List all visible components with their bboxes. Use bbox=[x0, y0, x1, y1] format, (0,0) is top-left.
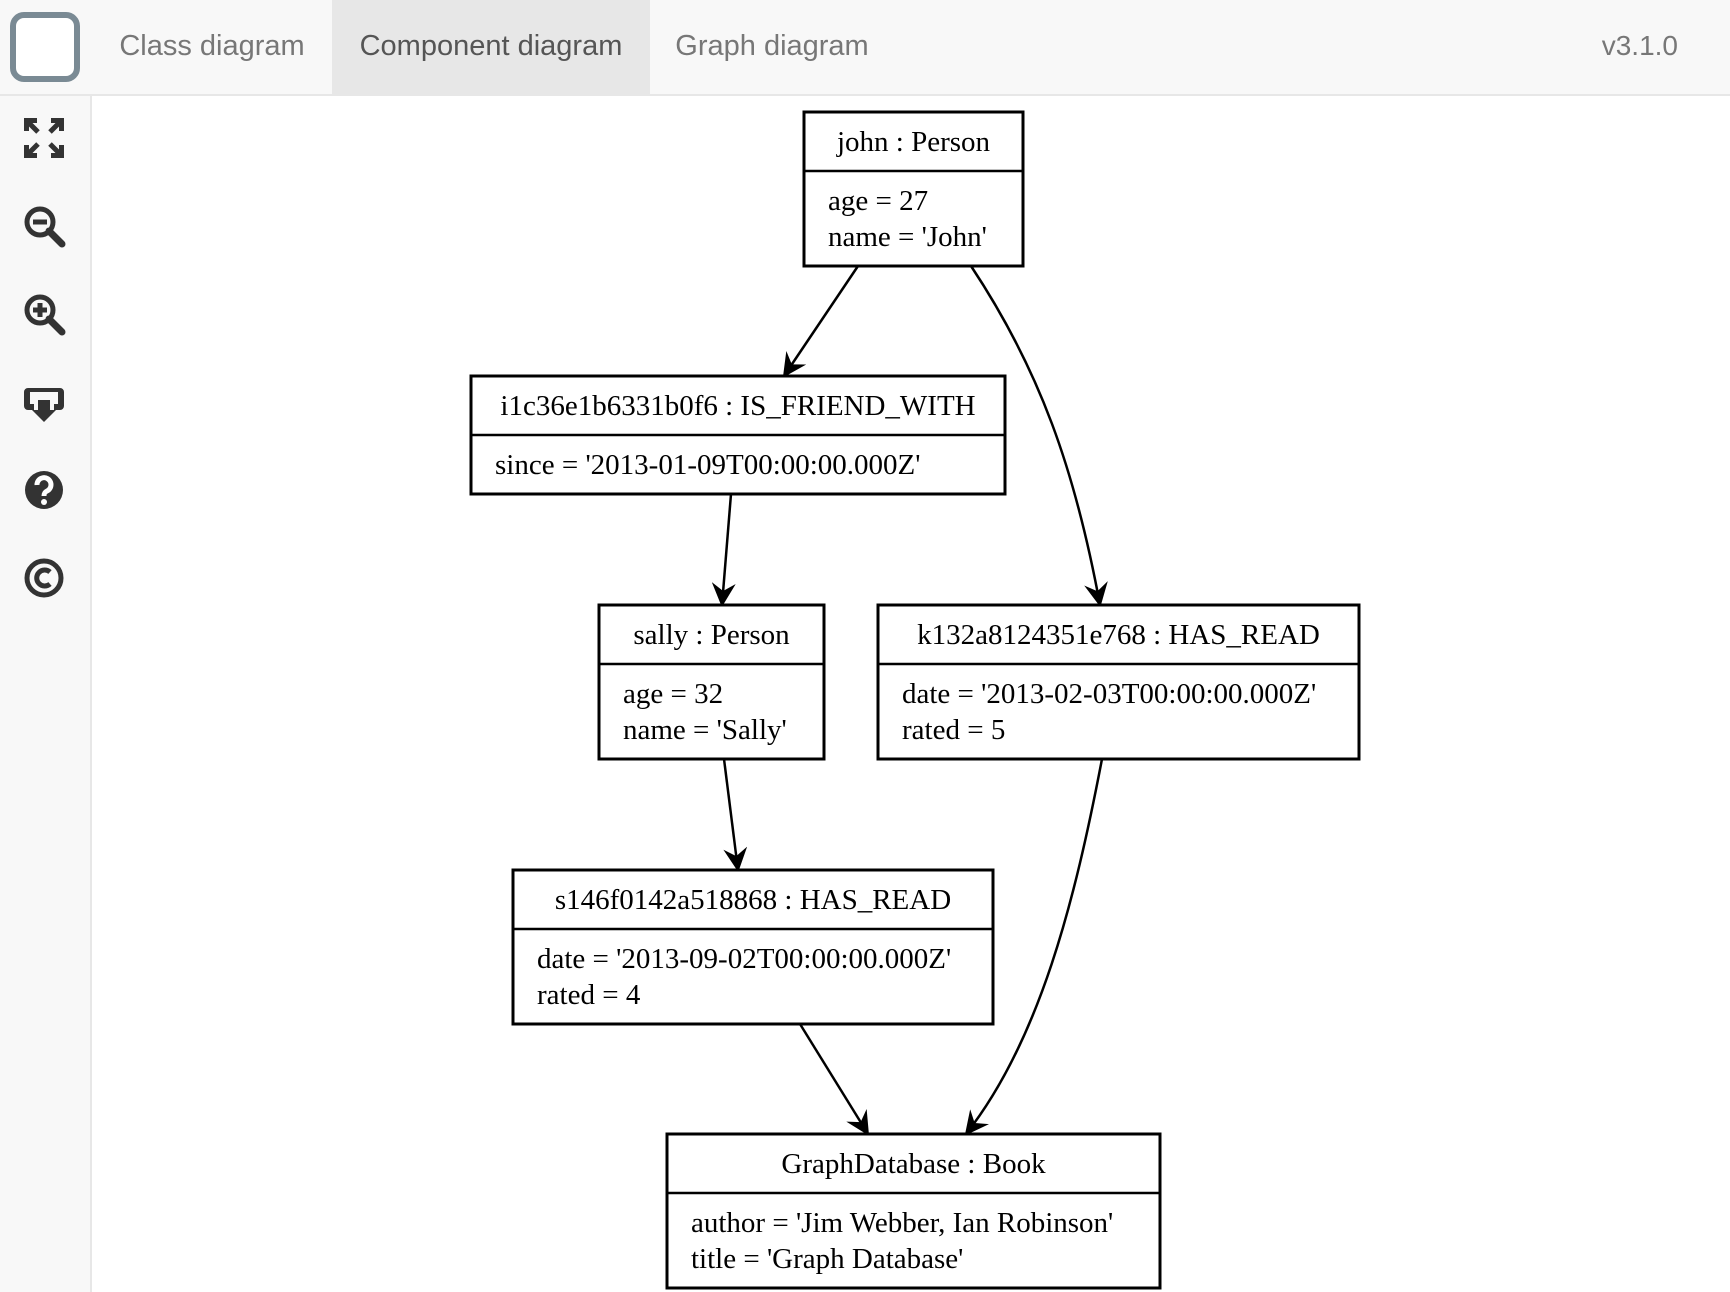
edge-john-to-hasread1 bbox=[969, 265, 1108, 607]
tab-class-diagram[interactable]: Class diagram bbox=[119, 30, 305, 62]
diagram-node-book[interactable]: GraphDatabase : Book author = 'Jim Webber… bbox=[665, 1132, 1162, 1290]
zoom-out-button[interactable] bbox=[22, 204, 66, 248]
tool-sidebar bbox=[0, 96, 92, 1292]
diagram-node-john[interactable]: john : Person age = 27 name = 'John' bbox=[802, 110, 1025, 268]
diagram-node-sally[interactable]: sally : Person age = 32 name = 'Sally' bbox=[597, 603, 826, 761]
fullscreen-button[interactable] bbox=[22, 116, 66, 160]
tab-component-diagram[interactable]: Component diagram bbox=[332, 0, 650, 94]
edge-friend-to-sally bbox=[711, 493, 736, 607]
node-attribute: age = 32 bbox=[623, 678, 723, 710]
node-attribute: date = '2013-09-02T00:00:00.000Z' bbox=[537, 943, 951, 975]
edge-hasread2-to-book bbox=[798, 1023, 870, 1136]
edge-sally-to-hasread2 bbox=[722, 758, 748, 872]
zoom-out-icon bbox=[24, 206, 66, 248]
node-attribute: age = 27 bbox=[828, 185, 928, 217]
nodes-layer: john : Person age = 27 name = 'John' i1c36e… bbox=[469, 110, 1361, 1290]
edge-john-to-friend bbox=[782, 265, 860, 378]
download-button[interactable] bbox=[22, 380, 66, 424]
top-navbar: Class diagram Component diagram Graph di… bbox=[0, 0, 1730, 96]
node-title: k132a8124351e768 : HAS_READ bbox=[917, 619, 1320, 651]
edges-layer bbox=[711, 265, 1108, 1136]
node-title: john : Person bbox=[836, 126, 991, 158]
node-box bbox=[665, 1132, 1162, 1290]
node-attribute: rated = 4 bbox=[537, 979, 641, 1011]
zoom-in-button[interactable] bbox=[22, 292, 66, 336]
edge-hasread1-to-book bbox=[964, 758, 1104, 1136]
node-attribute: name = 'Sally' bbox=[623, 714, 787, 746]
node-box bbox=[802, 110, 1025, 268]
fullscreen-icon bbox=[24, 118, 64, 158]
tab-graph-diagram[interactable]: Graph diagram bbox=[675, 30, 869, 62]
node-attribute: rated = 5 bbox=[902, 714, 1005, 746]
node-title: sally : Person bbox=[633, 619, 790, 651]
node-title: s146f0142a518868 : HAS_READ bbox=[555, 884, 951, 916]
node-title: GraphDatabase : Book bbox=[781, 1148, 1046, 1180]
node-attribute: since = '2013-01-09T00:00:00.000Z' bbox=[495, 449, 921, 481]
copyright-button[interactable] bbox=[22, 556, 66, 600]
node-box bbox=[511, 868, 995, 1026]
help-button[interactable] bbox=[22, 468, 66, 512]
node-box bbox=[597, 603, 826, 761]
node-title: i1c36e1b6331b0f6 : IS_FRIEND_WITH bbox=[500, 390, 975, 422]
rounded-square-logo[interactable] bbox=[10, 12, 80, 82]
help-icon bbox=[25, 471, 63, 509]
copyright-icon bbox=[24, 558, 64, 598]
node-box bbox=[876, 603, 1361, 761]
zoom-in-icon bbox=[24, 294, 66, 336]
download-icon bbox=[24, 388, 64, 422]
node-attribute: author = 'Jim Webber, Ian Robinson' bbox=[691, 1207, 1113, 1239]
node-attribute: date = '2013-02-03T00:00:00.000Z' bbox=[902, 678, 1316, 710]
node-attribute: title = 'Graph Database' bbox=[691, 1243, 963, 1275]
node-attribute: name = 'John' bbox=[828, 221, 987, 253]
version-label: v3.1.0 bbox=[1601, 30, 1678, 61]
